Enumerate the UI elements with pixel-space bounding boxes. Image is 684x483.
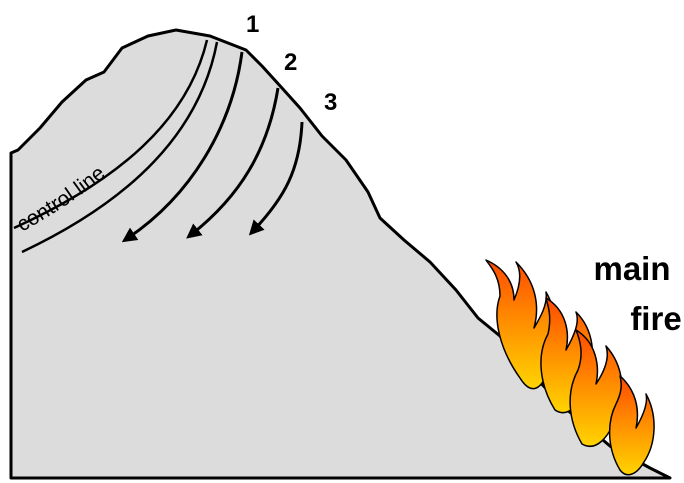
main-fire-label-line1: main <box>593 250 670 287</box>
point-label-3: 3 <box>324 89 337 116</box>
point-label-1: 1 <box>246 11 259 38</box>
main-fire-label-line2: fire <box>630 300 681 337</box>
point-label-2: 2 <box>284 49 297 76</box>
